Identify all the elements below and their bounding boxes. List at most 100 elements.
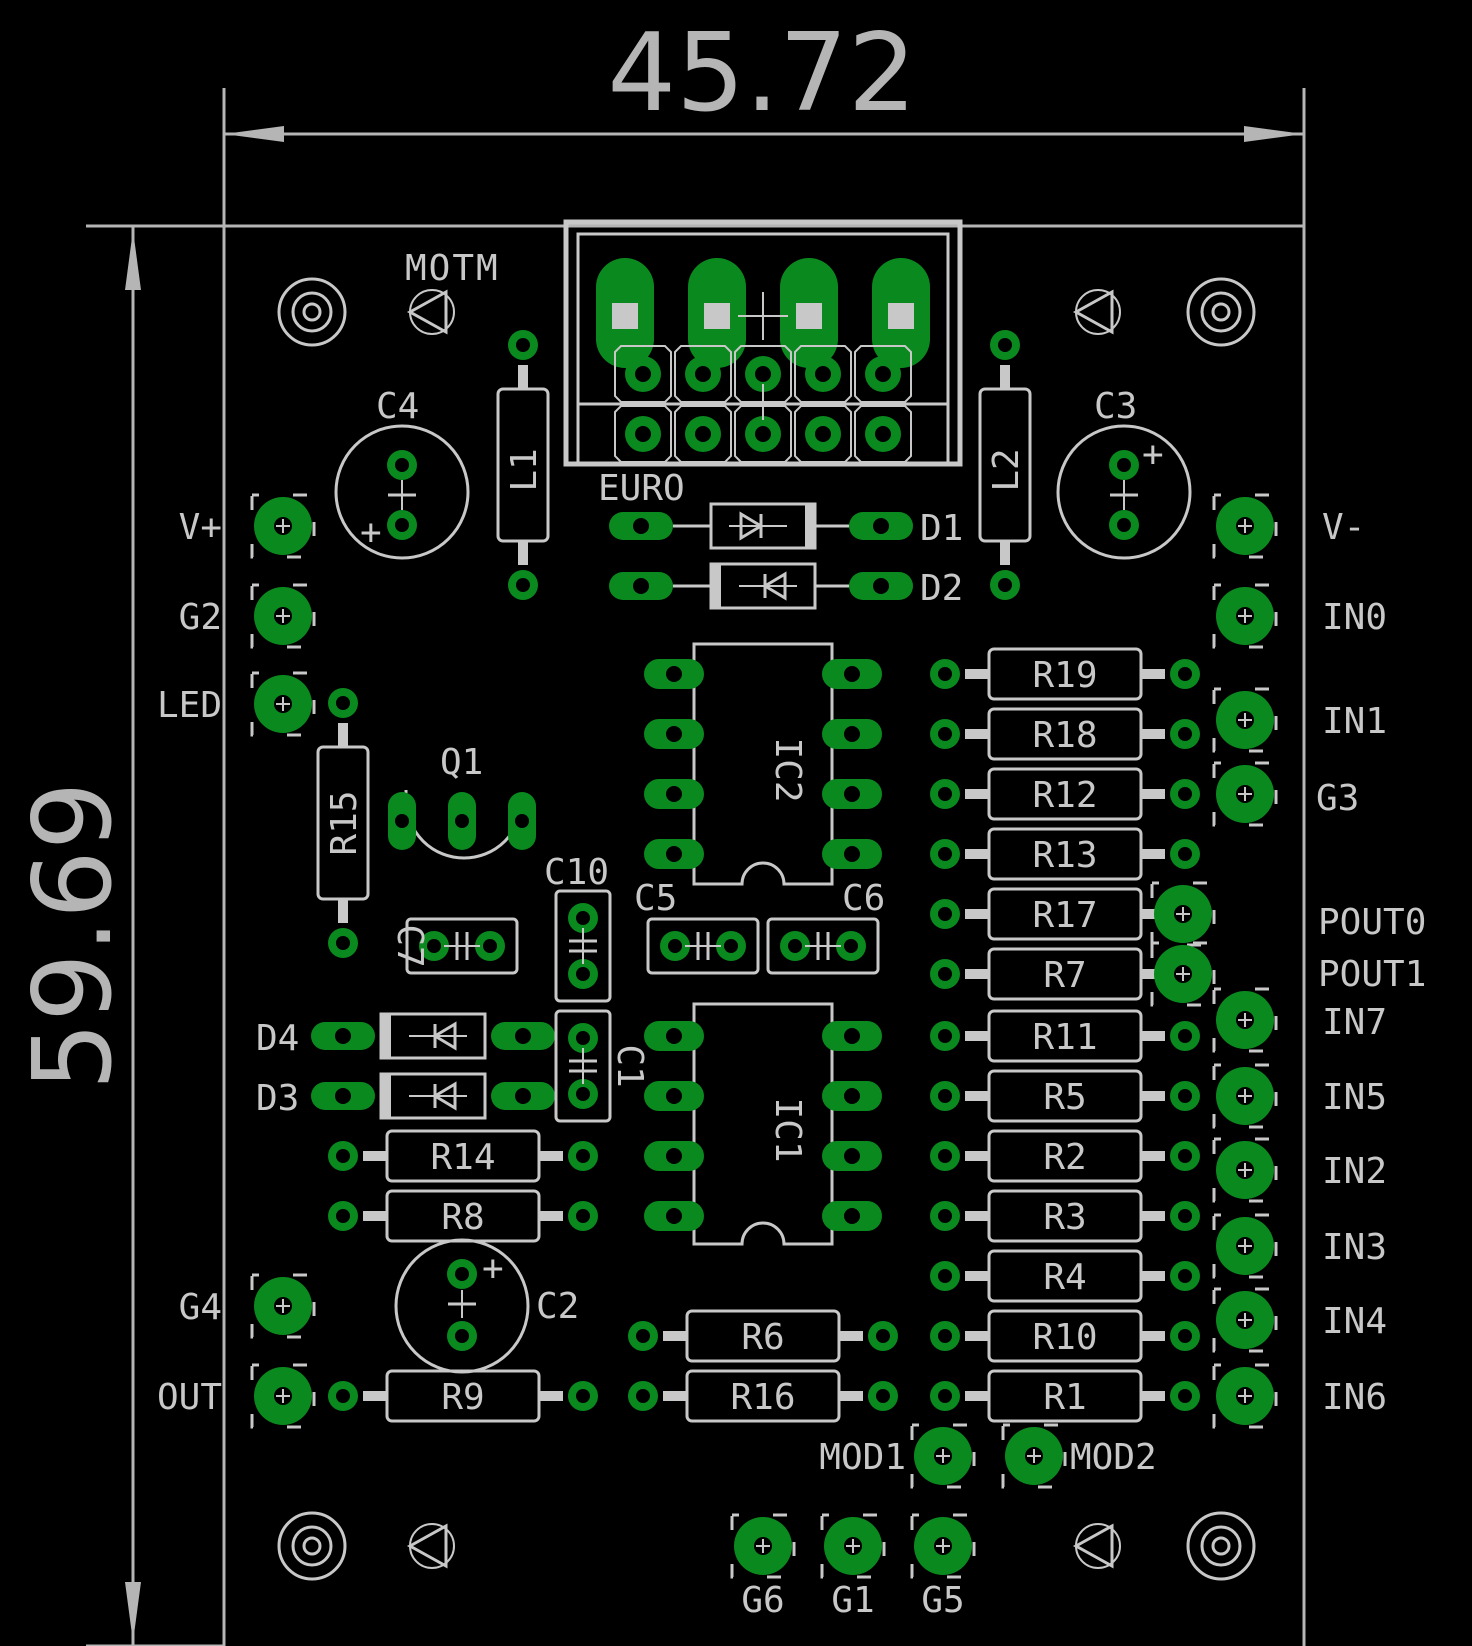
capacitor-c10-label: C10	[544, 852, 609, 893]
capacitor-c7-label: C7	[389, 924, 430, 967]
transistor-q1	[388, 790, 536, 860]
ic2	[644, 642, 882, 886]
capacitor-c6-label: C6	[842, 878, 885, 919]
label-in4: IN4	[1322, 1301, 1387, 1342]
width-dimension: 45.72	[222, 11, 1306, 226]
diode-d4	[379, 1012, 487, 1060]
transistor-q1-label: Q1	[440, 742, 483, 783]
mounting-hole	[277, 277, 347, 347]
pad-g4	[250, 1273, 316, 1339]
resistor-r6-label: R6	[741, 1317, 784, 1358]
resistor-r17-label: R17	[1032, 895, 1097, 936]
mounting-hole	[1186, 277, 1256, 347]
capacitor-c2-label: C2	[536, 1286, 579, 1327]
pad-g6	[730, 1513, 796, 1579]
label-in0: IN0	[1322, 597, 1387, 638]
resistor-r15-label: R15	[324, 790, 365, 855]
capacitor-c5-label: C5	[634, 878, 677, 919]
label-in7: IN7	[1322, 1002, 1387, 1043]
label-v-minus: V-	[1322, 507, 1365, 548]
pad-g3	[1212, 761, 1278, 827]
capacitor-c10	[554, 889, 612, 1003]
pad-in0	[1212, 583, 1278, 649]
capacitor-c4-label: C4	[376, 386, 419, 427]
fiducial-mark	[1074, 1522, 1122, 1570]
pad-in2	[1212, 1137, 1278, 1203]
diode-d2-label: D2	[920, 568, 963, 609]
power-connector	[563, 219, 963, 467]
ic1-label: IC1	[767, 1097, 808, 1162]
label-pout1: POUT1	[1318, 954, 1426, 995]
diode-d1-label: D1	[920, 508, 963, 549]
label-in5: IN5	[1322, 1077, 1387, 1118]
pad-g5	[910, 1513, 976, 1579]
label-g2: G2	[179, 597, 222, 638]
pad-led	[250, 671, 316, 737]
pad-g1	[820, 1513, 886, 1579]
label-in2: IN2	[1322, 1151, 1387, 1192]
capacitor-c1	[554, 1009, 612, 1123]
label-g4: G4	[179, 1287, 222, 1328]
capacitor-c1-label: C1	[609, 1044, 650, 1087]
width-label: 45.72	[607, 11, 916, 136]
inductor-l1-label: L1	[504, 448, 545, 491]
diode-d3	[379, 1072, 487, 1120]
capacitor-c3-polarity: +	[1142, 434, 1164, 475]
pad-in6	[1212, 1363, 1278, 1429]
diode-d4-label: D4	[256, 1018, 299, 1059]
label-g1: G1	[831, 1580, 874, 1621]
capacitor-c4-polarity: +	[360, 512, 382, 553]
resistor-r2-label: R2	[1043, 1137, 1086, 1178]
height-label: 59.69	[11, 781, 136, 1090]
resistor-r18-label: R18	[1032, 715, 1097, 756]
resistor-r3-label: R3	[1043, 1197, 1086, 1238]
pad-in1	[1212, 687, 1278, 753]
resistor-r14-label: R14	[430, 1137, 495, 1178]
pad-in3	[1212, 1213, 1278, 1279]
pad-g2	[250, 583, 316, 649]
label-in3: IN3	[1322, 1227, 1387, 1268]
ic1	[644, 1002, 882, 1246]
ic2-label: IC2	[767, 737, 808, 802]
capacitor-c2-polarity: +	[482, 1248, 504, 1289]
pad-out	[250, 1363, 316, 1429]
pad-v-minus	[1212, 493, 1278, 559]
fiducial-mark	[408, 288, 456, 336]
fiducial-mark	[1074, 288, 1122, 336]
resistor-r16-label: R16	[730, 1377, 795, 1418]
resistor-r1-label: R1	[1043, 1377, 1086, 1418]
label-g6: G6	[741, 1580, 784, 1621]
diode-d2	[709, 562, 817, 610]
resistor-r4-label: R4	[1043, 1257, 1086, 1298]
pad-mod1	[910, 1423, 976, 1489]
capacitor-c4	[334, 424, 470, 560]
resistor-r9-label: R9	[441, 1377, 484, 1418]
height-dimension: 59.69	[11, 224, 1304, 1646]
connector-alt: EURO	[598, 468, 685, 509]
label-g5: G5	[921, 1580, 964, 1621]
label-in1: IN1	[1322, 701, 1387, 742]
diode-d1	[709, 502, 817, 550]
resistor-r11-label: R11	[1032, 1017, 1097, 1058]
inductor-l2-label: L2	[986, 448, 1027, 491]
resistor-r5-label: R5	[1043, 1077, 1086, 1118]
pad-pout0	[1150, 881, 1216, 947]
resistor-r13-label: R13	[1032, 835, 1097, 876]
label-in6: IN6	[1322, 1377, 1387, 1418]
label-g3: G3	[1316, 778, 1359, 819]
mounting-hole	[277, 1511, 347, 1581]
label-out: OUT	[157, 1377, 222, 1418]
capacitor-c3-label: C3	[1094, 386, 1137, 427]
capacitor-c2	[394, 1238, 530, 1374]
diode-d3-label: D3	[256, 1078, 299, 1119]
pad-in4	[1212, 1287, 1278, 1353]
pad-v-plus	[250, 493, 316, 559]
resistor-r19-label: R19	[1032, 655, 1097, 696]
label-mod1: MOD1	[819, 1437, 906, 1478]
resistor-r12-label: R12	[1032, 775, 1097, 816]
connector-brand: MOTM	[405, 248, 500, 289]
mounting-hole	[1186, 1511, 1256, 1581]
resistor-r10-label: R10	[1032, 1317, 1097, 1358]
pad-pout1	[1150, 941, 1216, 1007]
